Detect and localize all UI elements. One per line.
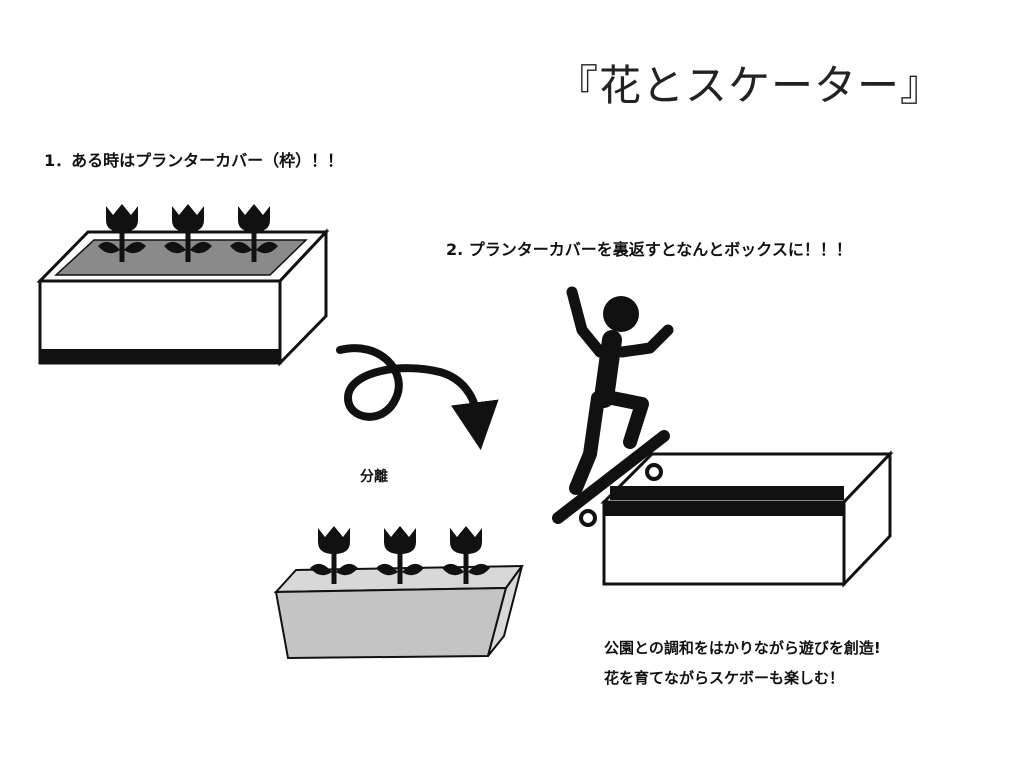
curved-arrow-icon [336, 344, 499, 451]
step-2-caption: 2. プランターカバーを裏返すとなんとボックスに！！！ [446, 240, 852, 259]
planter-cover-box [36, 228, 330, 367]
step-1-caption: 1．ある時はプランターカバー（枠）！！ [44, 151, 344, 170]
note-line-2: 花を育てながらスケボーも楽しむ！ [604, 669, 845, 687]
separate-label: 分離 [360, 469, 388, 485]
skateboard-icon [552, 430, 670, 527]
skater-figure [566, 286, 674, 495]
skate-box [600, 450, 894, 588]
note-line-1: 公園との調和をはかりながら遊びを創造! [604, 639, 881, 657]
diagram-title: 『花とスケーター』 [556, 61, 944, 110]
